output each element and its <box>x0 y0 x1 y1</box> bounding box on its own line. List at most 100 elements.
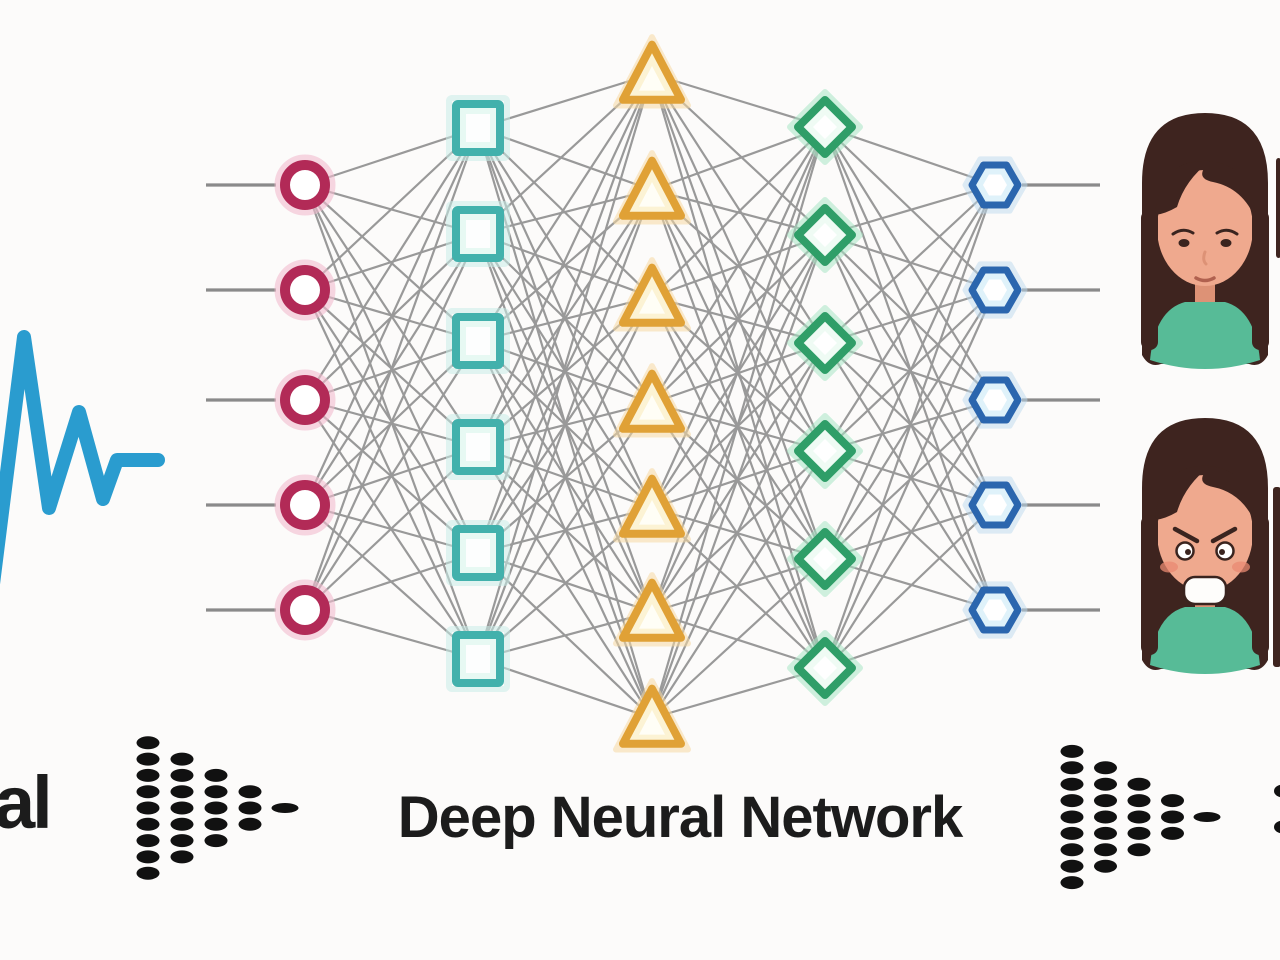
equalizer-dot <box>1094 859 1117 873</box>
node-glow <box>962 581 1028 639</box>
cropped-equalizer-dot <box>1274 784 1280 798</box>
equalizer-dot <box>1127 810 1151 824</box>
blush-right <box>1232 561 1250 573</box>
node-square-core <box>466 433 490 461</box>
node-triangle-core <box>639 603 665 629</box>
equalizer-dot <box>1094 761 1117 775</box>
node-diamond-core <box>813 115 837 139</box>
io-stub-lines <box>206 183 1100 612</box>
node-glow <box>446 201 510 267</box>
node-glow <box>274 369 336 431</box>
mouth-open-teeth <box>1182 575 1228 606</box>
node-glow <box>962 371 1028 429</box>
equalizer-dot <box>1060 826 1084 840</box>
blush-left <box>1160 561 1178 573</box>
layer-hidden1-squares <box>446 95 510 692</box>
connection-line <box>650 126 827 509</box>
node-glow <box>274 474 336 536</box>
face-neutral <box>1141 113 1269 369</box>
equalizer-dot <box>204 817 228 831</box>
equalizer-dot <box>170 768 194 782</box>
node-square-core <box>466 327 490 355</box>
connection-line <box>651 125 826 192</box>
node-diamond-core <box>813 547 837 571</box>
equalizer-icon-left <box>136 736 299 880</box>
node-glow <box>787 521 863 597</box>
node-glow <box>787 413 863 489</box>
equalizer-dot <box>204 785 228 799</box>
hair-fringe-left <box>1155 160 1210 215</box>
node-square-core <box>466 645 490 673</box>
shirt <box>1150 302 1260 369</box>
hair-strand-left <box>1141 515 1158 655</box>
node-diamond-core <box>813 656 837 680</box>
equalizer-dot <box>1094 810 1117 824</box>
node-glow <box>962 261 1028 319</box>
connection-line <box>477 296 653 660</box>
equalizer-dash <box>271 803 299 813</box>
node-hexagon-core <box>983 174 1007 196</box>
equalizer-dot <box>204 801 228 815</box>
node-glow <box>274 579 336 641</box>
equalizer-dot <box>1127 777 1151 791</box>
node-hexagon-core <box>983 599 1007 621</box>
face-angry <box>1141 418 1269 674</box>
node-circle <box>280 375 330 425</box>
equalizer-dot <box>1127 794 1151 808</box>
connection-line <box>823 289 997 669</box>
node-glow <box>446 414 510 480</box>
node-hexagon-core <box>983 494 1007 516</box>
eye-angry-left <box>1175 541 1195 561</box>
equalizer-dot <box>136 817 160 831</box>
eyebrow-angry-right <box>1210 526 1238 544</box>
node-glow <box>446 308 510 374</box>
connection-line <box>651 402 826 669</box>
hair-fringe-right <box>1202 466 1256 525</box>
equalizer-dot <box>1060 810 1084 824</box>
connection-line <box>651 450 826 719</box>
equalizer-dot <box>170 817 194 831</box>
connection-line <box>477 189 653 554</box>
node-triangle-core <box>639 181 665 207</box>
equalizer-dot <box>170 834 194 848</box>
signal-label-fragment: al <box>0 761 53 844</box>
right-edge-crop <box>1273 158 1280 834</box>
equalizer-dot <box>136 866 160 880</box>
node-diamond-core <box>813 439 837 463</box>
connection-line <box>477 73 653 342</box>
equalizer-dot <box>136 834 160 848</box>
cropped-face-sliver <box>1276 158 1280 258</box>
equalizer-dot <box>136 752 160 766</box>
equalizer-icon-right <box>1060 744 1221 890</box>
hair-strand-right <box>1252 210 1269 350</box>
equalizer-dot <box>1094 843 1117 857</box>
node-glow <box>274 259 336 321</box>
equalizer-dot <box>1060 794 1084 808</box>
connection-line <box>823 184 997 669</box>
node-glow <box>962 156 1028 214</box>
node-square-core <box>466 539 490 567</box>
connection-line <box>823 184 997 560</box>
equalizer-dot <box>204 834 228 848</box>
connection-line <box>477 402 653 660</box>
equalizer-dot <box>136 801 160 815</box>
connection-line <box>477 73 653 448</box>
connection-line <box>651 558 826 719</box>
layer-input-circles <box>274 154 336 641</box>
face-skin <box>1157 475 1253 591</box>
mouth-neutral <box>1194 276 1216 283</box>
eye-right <box>1220 239 1232 247</box>
signal-waveform-icon <box>0 330 165 585</box>
diagram-title: Deep Neural Network <box>397 785 963 850</box>
connection-line <box>304 340 479 611</box>
equalizer-dot <box>1094 826 1117 840</box>
equalizer-dot <box>136 736 160 750</box>
node-triangle-core <box>639 499 665 525</box>
equalizer-dash <box>1193 812 1221 822</box>
cropped-equalizer-dot <box>1274 820 1280 834</box>
equalizer-dot <box>1060 843 1084 857</box>
hair-fringe-right <box>1202 161 1256 220</box>
node-circle <box>280 160 330 210</box>
